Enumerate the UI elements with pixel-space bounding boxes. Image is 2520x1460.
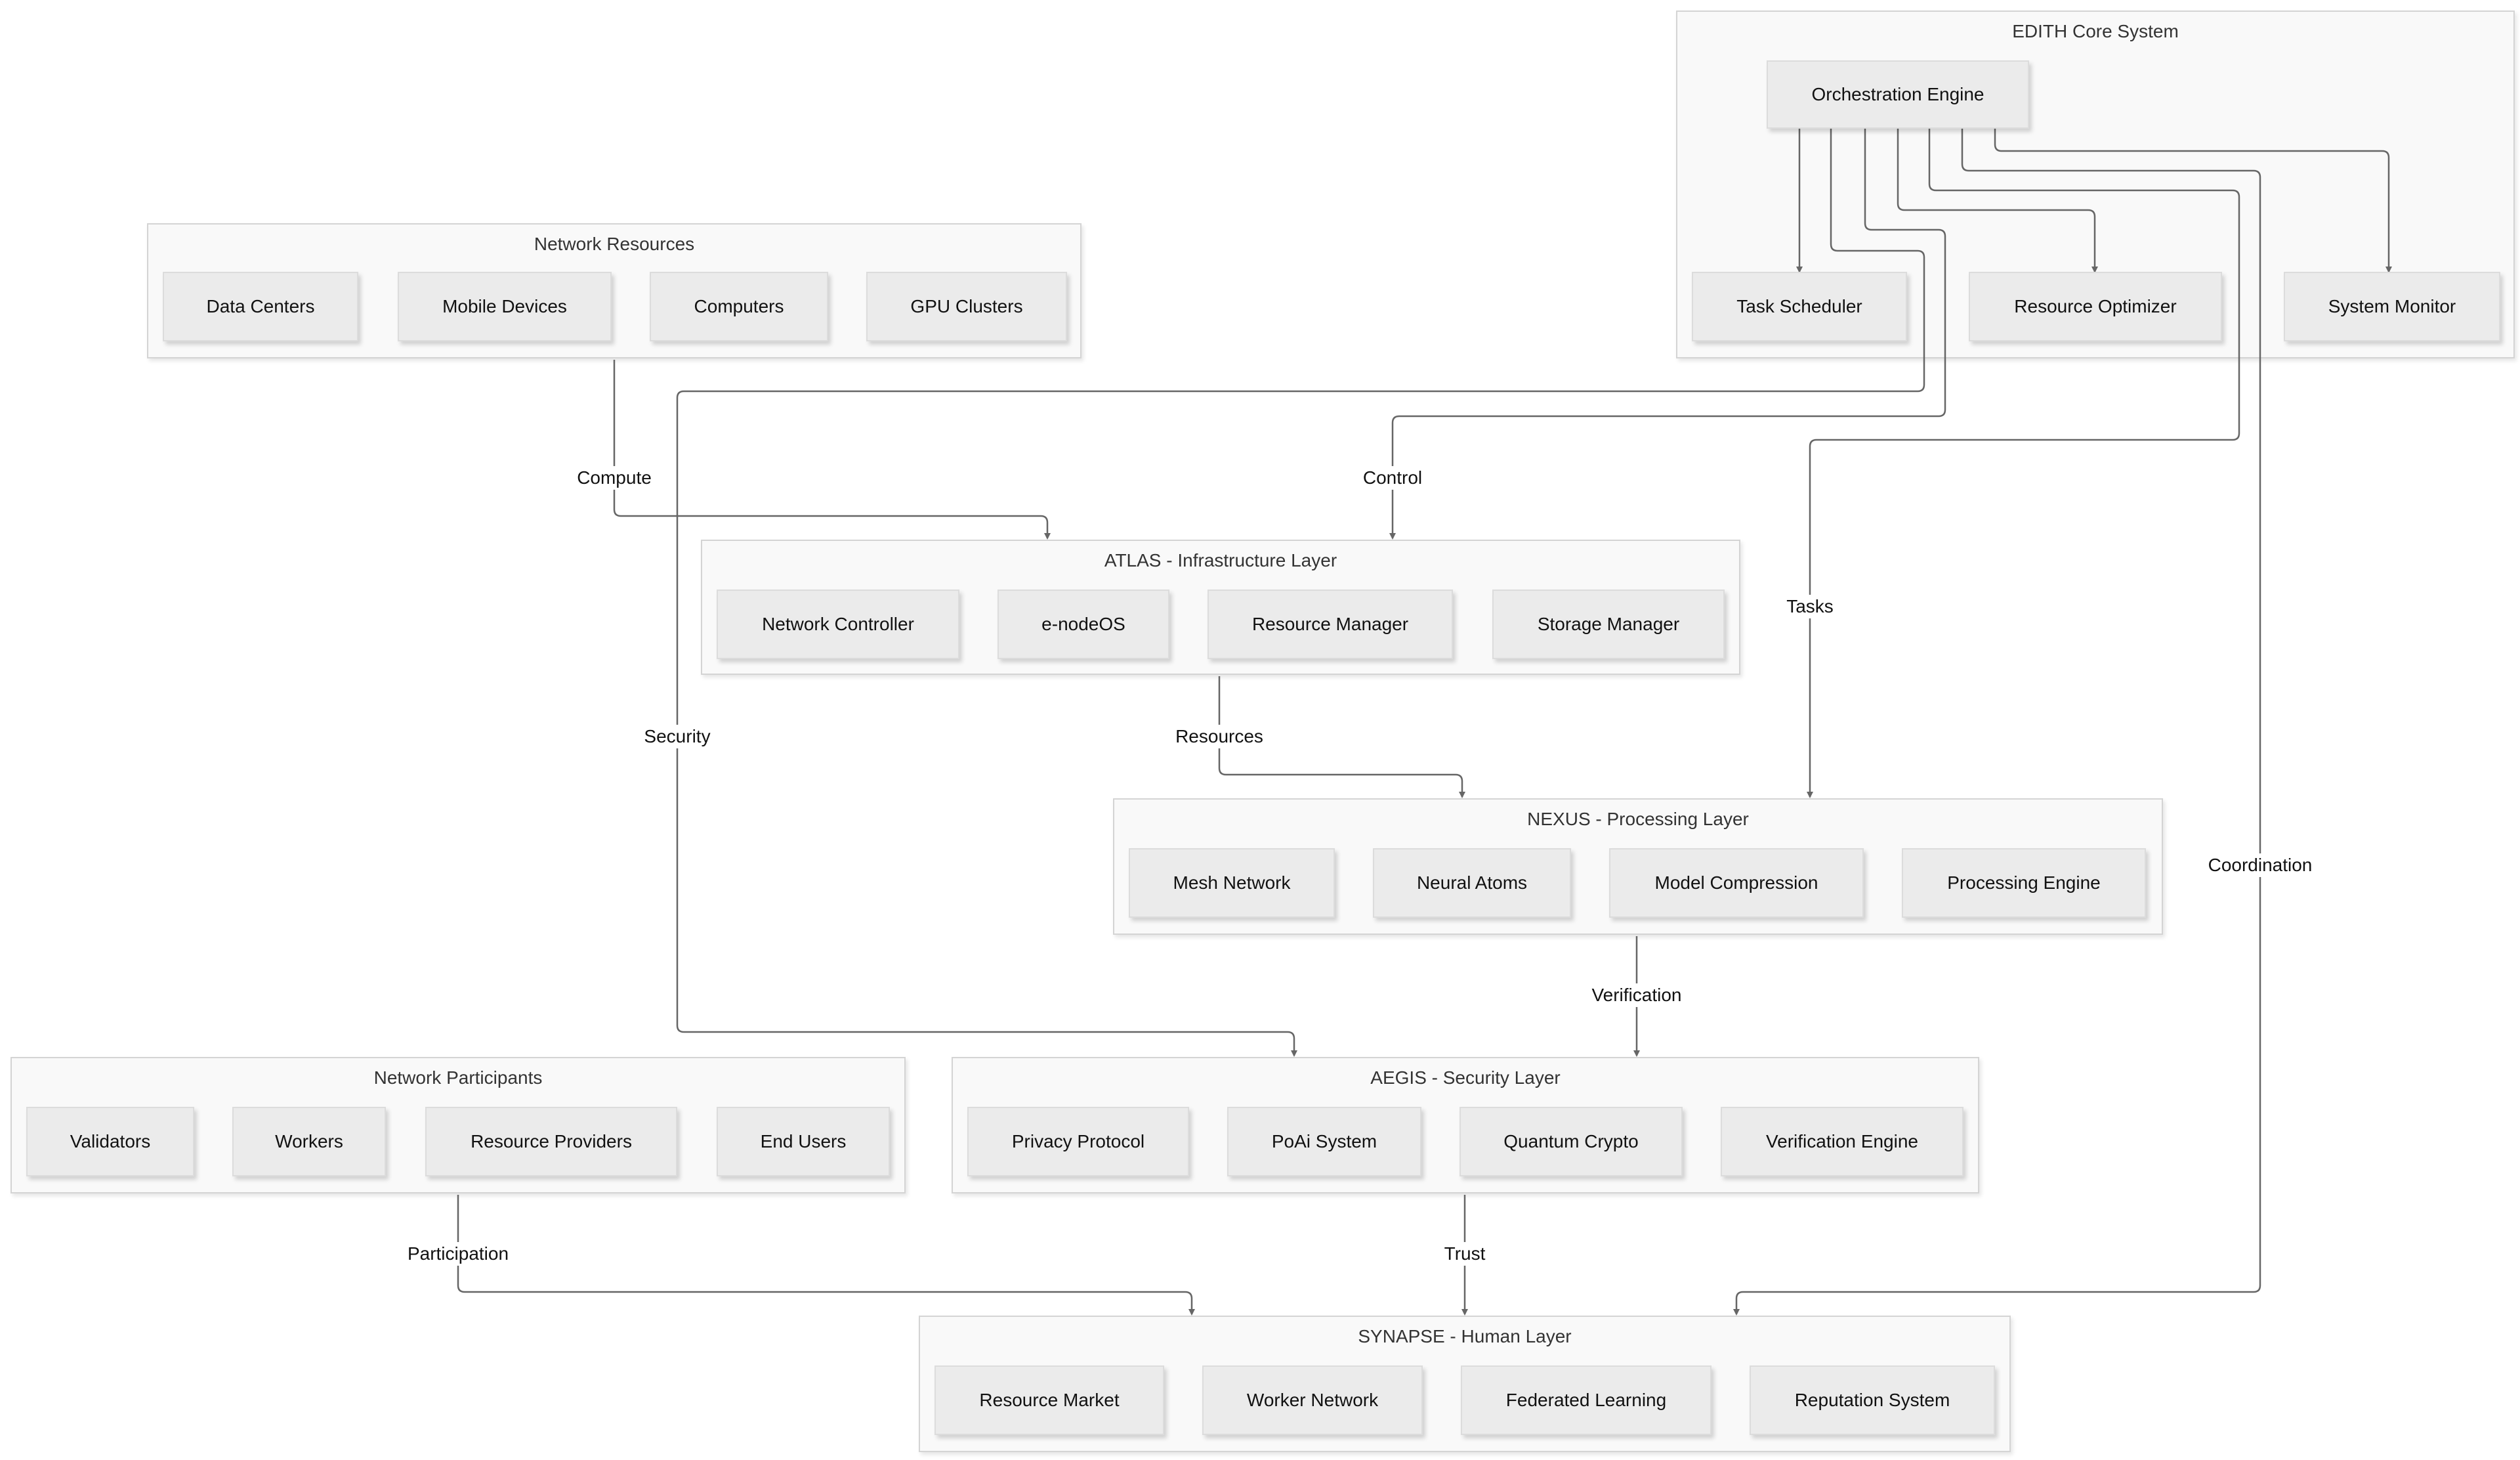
node-verification-engine[interactable]: Verification Engine <box>1721 1107 1964 1176</box>
edge-label-verification: Verification <box>1587 983 1686 1007</box>
node-storage-manager[interactable]: Storage Manager <box>1492 590 1725 659</box>
node-federated-learning[interactable]: Federated Learning <box>1461 1365 1712 1435</box>
group-title: Network Resources <box>534 234 695 254</box>
node-privacy-protocol[interactable]: Privacy Protocol <box>967 1107 1189 1176</box>
node-resource-providers[interactable]: Resource Providers <box>425 1107 677 1176</box>
node-processing-engine[interactable]: Processing Engine <box>1902 848 2146 918</box>
edge-label-tasks: Tasks <box>1782 595 1838 618</box>
edge-label-coordination: Coordination <box>2204 853 2317 877</box>
node-orchestration-engine[interactable]: Orchestration Engine <box>1767 60 2029 129</box>
node-quantum-crypto[interactable]: Quantum Crypto <box>1460 1107 1683 1176</box>
node-e-nodeos[interactable]: e-nodeOS <box>998 590 1169 659</box>
node-system-monitor[interactable]: System Monitor <box>2284 272 2500 341</box>
node-end-users[interactable]: End Users <box>717 1107 890 1176</box>
node-resource-manager[interactable]: Resource Manager <box>1208 590 1453 659</box>
group-title: NEXUS - Processing Layer <box>1527 809 1749 829</box>
node-resource-optimizer[interactable]: Resource Optimizer <box>1969 272 2222 341</box>
group-title: EDITH Core System <box>2012 21 2179 41</box>
node-network-controller[interactable]: Network Controller <box>717 590 959 659</box>
edge-network-resources-to-atlas-compute <box>613 360 1051 540</box>
node-mobile-devices[interactable]: Mobile Devices <box>398 272 612 341</box>
group-title: Network Participants <box>373 1067 543 1088</box>
group-title: SYNAPSE - Human Layer <box>1358 1326 1572 1346</box>
node-workers[interactable]: Workers <box>232 1107 386 1176</box>
node-resource-market[interactable]: Resource Market <box>934 1365 1164 1435</box>
edge-label-security: Security <box>640 725 715 748</box>
node-gpu-clusters[interactable]: GPU Clusters <box>866 272 1067 341</box>
edge-label-resources: Resources <box>1171 725 1267 748</box>
node-reputation-system[interactable]: Reputation System <box>1750 1365 1995 1435</box>
node-task-scheduler[interactable]: Task Scheduler <box>1692 272 1907 341</box>
edge-participants-to-synapse-participation <box>457 1195 1195 1316</box>
edge-label-trust: Trust <box>1440 1242 1490 1266</box>
node-validators[interactable]: Validators <box>26 1107 194 1176</box>
edge-label-compute: Compute <box>573 466 656 490</box>
edge-label-participation: Participation <box>403 1242 513 1266</box>
node-mesh-network[interactable]: Mesh Network <box>1129 848 1335 918</box>
group-title: ATLAS - Infrastructure Layer <box>1104 550 1337 570</box>
edge-label-control: Control <box>1358 466 1427 490</box>
node-data-centers[interactable]: Data Centers <box>163 272 358 341</box>
node-computers[interactable]: Computers <box>650 272 828 341</box>
node-model-compression[interactable]: Model Compression <box>1609 848 1864 918</box>
node-poai-system[interactable]: PoAi System <box>1227 1107 1421 1176</box>
node-neural-atoms[interactable]: Neural Atoms <box>1373 848 1571 918</box>
group-title: AEGIS - Security Layer <box>1370 1067 1561 1088</box>
node-worker-network[interactable]: Worker Network <box>1202 1365 1423 1435</box>
